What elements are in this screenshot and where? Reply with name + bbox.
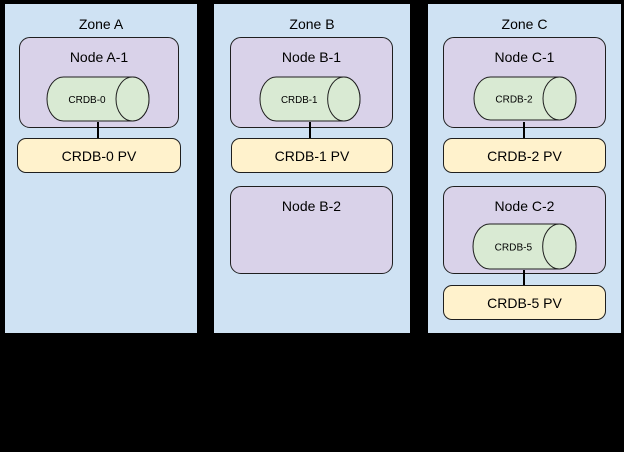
node-b-2-title: Node B-2 xyxy=(281,198,342,214)
zone-c: Zone C Node C-1 CRDB-2 CRDB-2 PV Node C-… xyxy=(426,2,623,335)
node-b-2: Node B-2 xyxy=(230,186,393,274)
node-c-2: Node C-2 CRDB-5 xyxy=(443,186,606,274)
node-c-1: Node C-1 CRDB-2 xyxy=(443,37,606,128)
zone-b: Zone B Node B-1 CRDB-1 CRDB-1 PV Node B-… xyxy=(212,2,412,335)
node-b-1-title: Node B-1 xyxy=(281,49,342,65)
pv-crdb-1: CRDB-1 PV xyxy=(231,138,393,173)
node-a-1: Node A-1 CRDB-0 xyxy=(19,37,179,128)
node-a-1-title: Node A-1 xyxy=(69,49,129,65)
zone-c-title: Zone C xyxy=(501,16,548,32)
pod-cylinder-crdb-0: CRDB-0 xyxy=(46,76,150,122)
zone-a: Zone A Node A-1 CRDB-0 CRDB-0 PV xyxy=(3,2,199,335)
pv-crdb-2: CRDB-2 PV xyxy=(443,138,606,173)
pod-cylinder-crdb-5: CRDB-5 xyxy=(472,223,577,270)
pv-crdb-0: CRDB-0 PV xyxy=(17,138,181,173)
pv-crdb-5-label: CRDB-5 PV xyxy=(487,294,562,311)
node-b-1: Node B-1 CRDB-1 xyxy=(230,37,393,128)
zone-a-title: Zone A xyxy=(78,16,124,32)
pod-cylinder-crdb-1: CRDB-1 xyxy=(259,76,361,122)
pod-crdb-2-label: CRDB-2 xyxy=(495,95,532,106)
pv-crdb-5: CRDB-5 PV xyxy=(443,285,606,320)
pod-pv-connector-line xyxy=(309,122,311,139)
pod-crdb-0-label: CRDB-0 xyxy=(68,95,106,106)
pv-crdb-2-label: CRDB-2 PV xyxy=(487,147,562,164)
pod-pv-connector-line xyxy=(523,122,525,139)
pv-crdb-1-label: CRDB-1 PV xyxy=(274,147,350,164)
pod-pv-connector-line xyxy=(523,270,525,285)
pod-cylinder-crdb-2: CRDB-2 xyxy=(473,76,577,121)
pod-crdb-5-label: CRDB-5 xyxy=(495,243,533,254)
node-c-2-title: Node C-2 xyxy=(494,198,555,214)
node-c-1-title: Node C-1 xyxy=(494,49,555,65)
pod-crdb-1-label: CRDB-1 xyxy=(281,95,318,106)
pod-pv-connector-line xyxy=(97,122,99,139)
pv-crdb-0-label: CRDB-0 PV xyxy=(61,147,137,164)
zone-b-title: Zone B xyxy=(289,16,335,32)
